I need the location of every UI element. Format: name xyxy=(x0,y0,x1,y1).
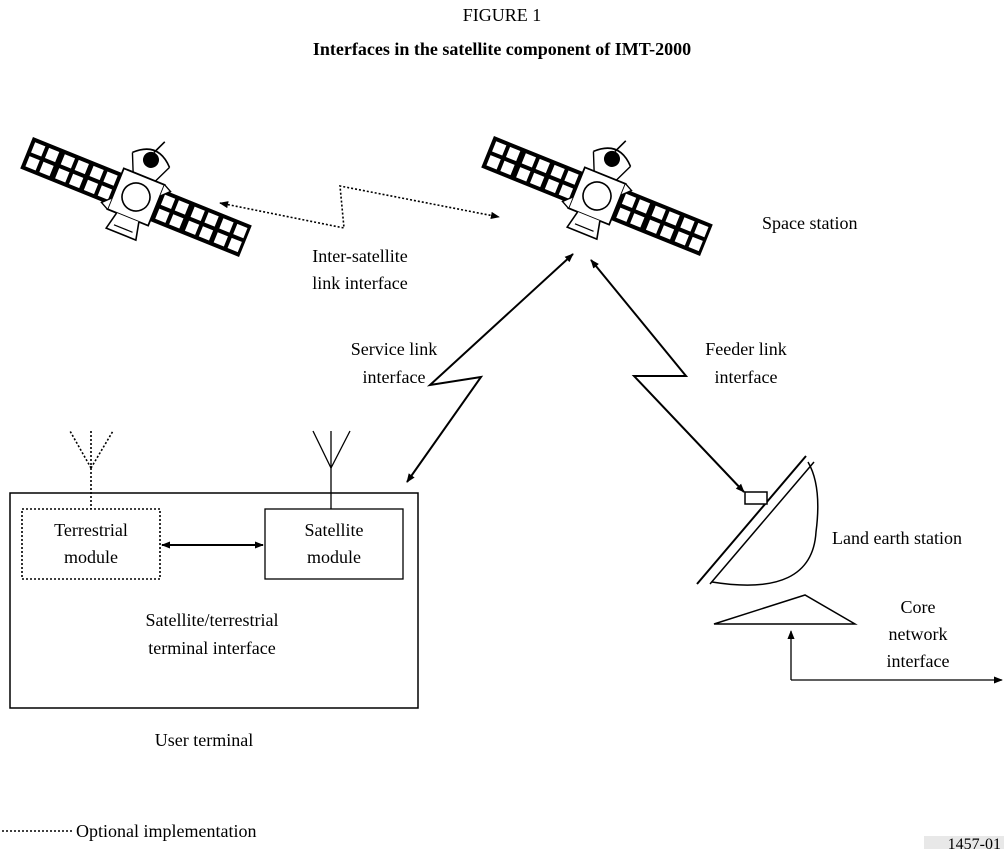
inter-satellite-label-line-2: link interface xyxy=(312,273,407,293)
service-link-label-line-1: Service link xyxy=(351,339,437,359)
terrestrial-module-label-line-2: module xyxy=(64,547,118,567)
figure-id-background xyxy=(924,836,1004,849)
terrestrial-module-label-line-1: Terrestrial xyxy=(54,520,128,540)
space-station-label: Space station xyxy=(762,213,857,233)
legend-optional-label: Optional implementation xyxy=(76,821,256,841)
feeder-link-label-line-1: Feeder link xyxy=(705,339,786,359)
service-link xyxy=(406,253,574,483)
terrestrial-antenna-icon xyxy=(69,430,114,509)
core-network-label-line-2: network xyxy=(889,624,948,644)
core-network-link xyxy=(787,630,1003,684)
space-station-satellite-icon xyxy=(473,94,730,277)
user-terminal-box xyxy=(9,492,419,709)
figure-title: Interfaces in the satellite component of… xyxy=(313,39,691,59)
inter-satellite-label-line-1: Inter-satellite xyxy=(312,246,408,266)
terrestrial-module-box xyxy=(21,508,161,580)
satellite-module-box xyxy=(264,508,404,580)
service-link-label-line-2: interface xyxy=(363,367,426,387)
satellite-antenna-icon xyxy=(312,430,351,509)
land-earth-station-base xyxy=(713,594,858,625)
core-network-label-line-3: interface xyxy=(887,651,950,671)
figure-id: 1457-01 xyxy=(948,836,1001,849)
terminal-interface-label-line-2: terminal interface xyxy=(148,638,275,658)
terminal-interface-label-line-1: Satellite/terrestrial xyxy=(146,610,279,630)
satellite-module-label-line-2: module xyxy=(307,547,361,567)
user-terminal-label: User terminal xyxy=(155,730,253,750)
satellite-module-label-line-1: Satellite xyxy=(305,520,364,540)
land-earth-station-dish-icon xyxy=(696,455,819,586)
core-network-label-line-1: Core xyxy=(901,597,936,617)
figure-number: FIGURE 1 xyxy=(463,5,542,25)
inter-satellite-link xyxy=(219,185,500,229)
feeder-link-label-line-2: interface xyxy=(715,367,778,387)
feeder-link xyxy=(590,259,745,493)
left-satellite-icon xyxy=(12,95,269,278)
land-earth-station-label: Land earth station xyxy=(832,528,962,548)
